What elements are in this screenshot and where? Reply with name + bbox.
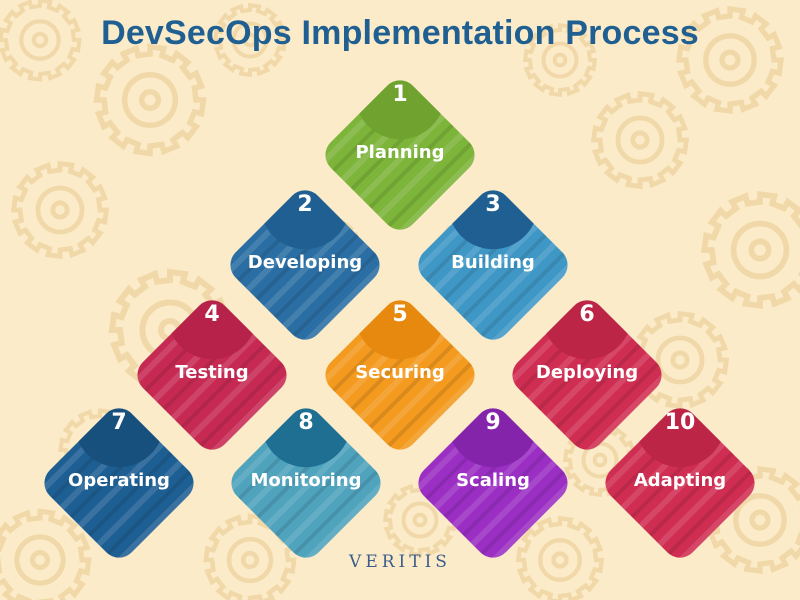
step-label: Adapting: [633, 470, 727, 491]
step-building: 3 Building: [408, 180, 578, 350]
step-scaling: 9 Scaling: [408, 398, 578, 568]
step-label: Testing: [175, 362, 249, 383]
step-number: 10: [664, 410, 696, 435]
gear-icon: [93, 43, 207, 157]
gear-icon: [701, 191, 800, 309]
gear-icon: [10, 160, 110, 260]
step-label: Planning: [355, 142, 445, 163]
step-monitoring: 8 Monitoring: [221, 398, 391, 568]
gear-icon: [212, 2, 288, 78]
step-label: Operating: [68, 470, 170, 491]
gear-icon: [590, 90, 690, 190]
step-operating: 7 Operating: [34, 398, 204, 568]
step-label: Deploying: [535, 362, 639, 383]
step-planning: 1 Planning: [315, 70, 485, 240]
gear-icon: [0, 0, 82, 82]
step-number: 9: [485, 410, 501, 435]
gear-icon: [522, 22, 598, 98]
gear-icon: [515, 515, 605, 600]
step-adapting: 10 Adapting: [595, 398, 765, 568]
page-title: DevSecOps Implementation Process: [101, 14, 699, 52]
step-securing: 5 Securing: [315, 290, 485, 460]
step-number: 3: [485, 192, 501, 217]
step-label: Building: [451, 252, 535, 273]
step-number: 4: [204, 302, 220, 327]
gear-icon: [0, 508, 92, 600]
step-testing: 4 Testing: [127, 290, 297, 460]
gear-icon: [675, 5, 785, 115]
gear-icon: [203, 513, 297, 600]
step-number: 8: [298, 410, 314, 435]
step-number: 5: [392, 302, 408, 327]
step-label: Developing: [247, 252, 363, 273]
step-number: 7: [111, 410, 127, 435]
step-deploying: 6 Deploying: [502, 290, 672, 460]
step-label: Monitoring: [250, 470, 362, 491]
step-label: Securing: [355, 362, 445, 383]
step-number: 2: [297, 192, 313, 217]
step-number: 6: [579, 302, 595, 327]
step-number: 1: [392, 82, 408, 107]
step-developing: 2 Developing: [220, 180, 390, 350]
veritis-logo: VERITIS: [349, 552, 451, 572]
step-label: Scaling: [456, 470, 530, 491]
